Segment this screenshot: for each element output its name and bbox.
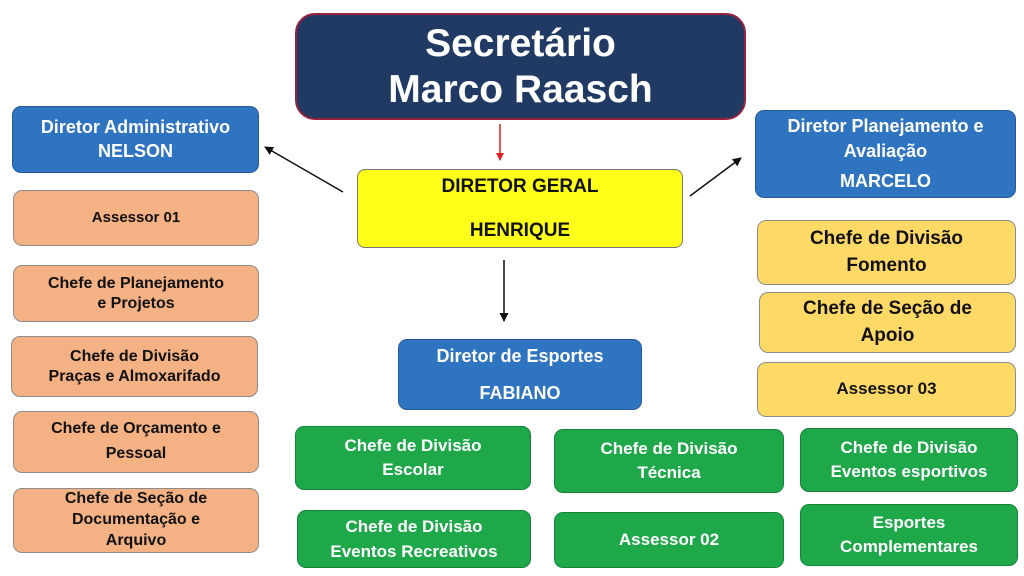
unit-label: Esportes [872, 513, 946, 533]
sports-director-name: FABIANO [479, 383, 561, 404]
unit-label: Documentação e [71, 511, 201, 529]
unit-label: Chefe de Divisão [70, 348, 199, 366]
sports-unit-tecnica: Chefe de Divisão Técnica [554, 429, 784, 493]
unit-label: Assessor 02 [618, 529, 720, 549]
director-general-title: DIRETOR GERAL [441, 176, 599, 197]
unit-label: Chefe de Divisão [344, 436, 482, 456]
admin-unit-planejamento: Chefe de Planejamento e Projetos [13, 265, 259, 322]
planning-director-title-line1: Diretor Planejamento e [787, 116, 984, 137]
admin-unit-orcamento-pessoal: Chefe de Orçamento e Pessoal [13, 411, 259, 473]
planning-director-box: Diretor Planejamento e Avaliação MARCELO [755, 110, 1016, 198]
sports-unit-complementares: Esportes Complementares [800, 504, 1018, 566]
director-general-name: HENRIQUE [469, 220, 571, 242]
arrow-general-to-planning [689, 157, 742, 197]
sports-director-title: Diretor de Esportes [436, 346, 604, 366]
unit-label: Apoio [860, 324, 915, 346]
unit-label: Chefe de Divisão [809, 227, 964, 249]
secretary-name: Marco Raasch [388, 67, 653, 111]
planning-unit-assessor-03: Assessor 03 [757, 362, 1016, 417]
admin-director-title: Diretor Administrativo [40, 117, 231, 138]
unit-label: Chefe de Divisão [345, 516, 483, 536]
sports-director-box: Diretor de Esportes FABIANO [398, 339, 642, 410]
unit-label: Arquivo [105, 531, 167, 549]
arrow-general-to-admin [264, 146, 344, 193]
unit-label: Fomento [846, 254, 927, 276]
director-general-box: DIRETOR GERAL HENRIQUE [357, 169, 683, 248]
unit-label: Escolar [382, 460, 444, 479]
planning-director-title-line2: Avaliação [843, 141, 928, 162]
secretary-box: Secretário Marco Raasch [295, 13, 746, 120]
planning-director-name: MARCELO [840, 170, 931, 191]
unit-label: Técnica [637, 463, 701, 482]
unit-label: Eventos esportivos [830, 462, 988, 481]
unit-label: Chefe de Divisão [840, 438, 978, 458]
unit-label: Pessoal [105, 445, 167, 462]
admin-unit-assessor-01: Assessor 01 [13, 190, 259, 246]
unit-label: Chefe de Seção de [803, 297, 972, 319]
unit-label: Praças e Almoxarifado [48, 367, 221, 385]
unit-label: Assessor 01 [91, 209, 181, 226]
admin-director-name: NELSON [97, 140, 173, 161]
sports-unit-eventos-esportivos: Chefe de Divisão Eventos esportivos [800, 428, 1018, 492]
unit-label: Complementares [840, 537, 978, 556]
unit-label: Chefe de Divisão [600, 439, 738, 459]
unit-label: Assessor 03 [836, 379, 937, 399]
unit-label: e Projetos [97, 294, 175, 312]
secretary-title: Secretário [425, 21, 616, 65]
admin-unit-documentacao-arquivo: Chefe de Seção de Documentação e Arquivo [13, 488, 259, 553]
sports-unit-eventos-recreativos: Chefe de Divisão Eventos Recreativos [297, 510, 531, 568]
admin-director-box: Diretor Administrativo NELSON [12, 106, 259, 173]
sports-unit-escolar: Chefe de Divisão Escolar [295, 426, 531, 490]
sports-unit-assessor-02: Assessor 02 [554, 512, 784, 568]
unit-label: Eventos Recreativos [330, 542, 498, 561]
unit-label: Chefe de Orçamento e [51, 420, 221, 438]
planning-unit-apoio: Chefe de Seção de Apoio [759, 292, 1016, 353]
unit-label: Chefe de Planejamento [47, 275, 225, 293]
unit-label: Chefe de Seção de [64, 490, 208, 508]
planning-unit-fomento: Chefe de Divisão Fomento [757, 220, 1016, 285]
admin-unit-pracas-almoxarifado: Chefe de Divisão Praças e Almoxarifado [11, 336, 258, 397]
